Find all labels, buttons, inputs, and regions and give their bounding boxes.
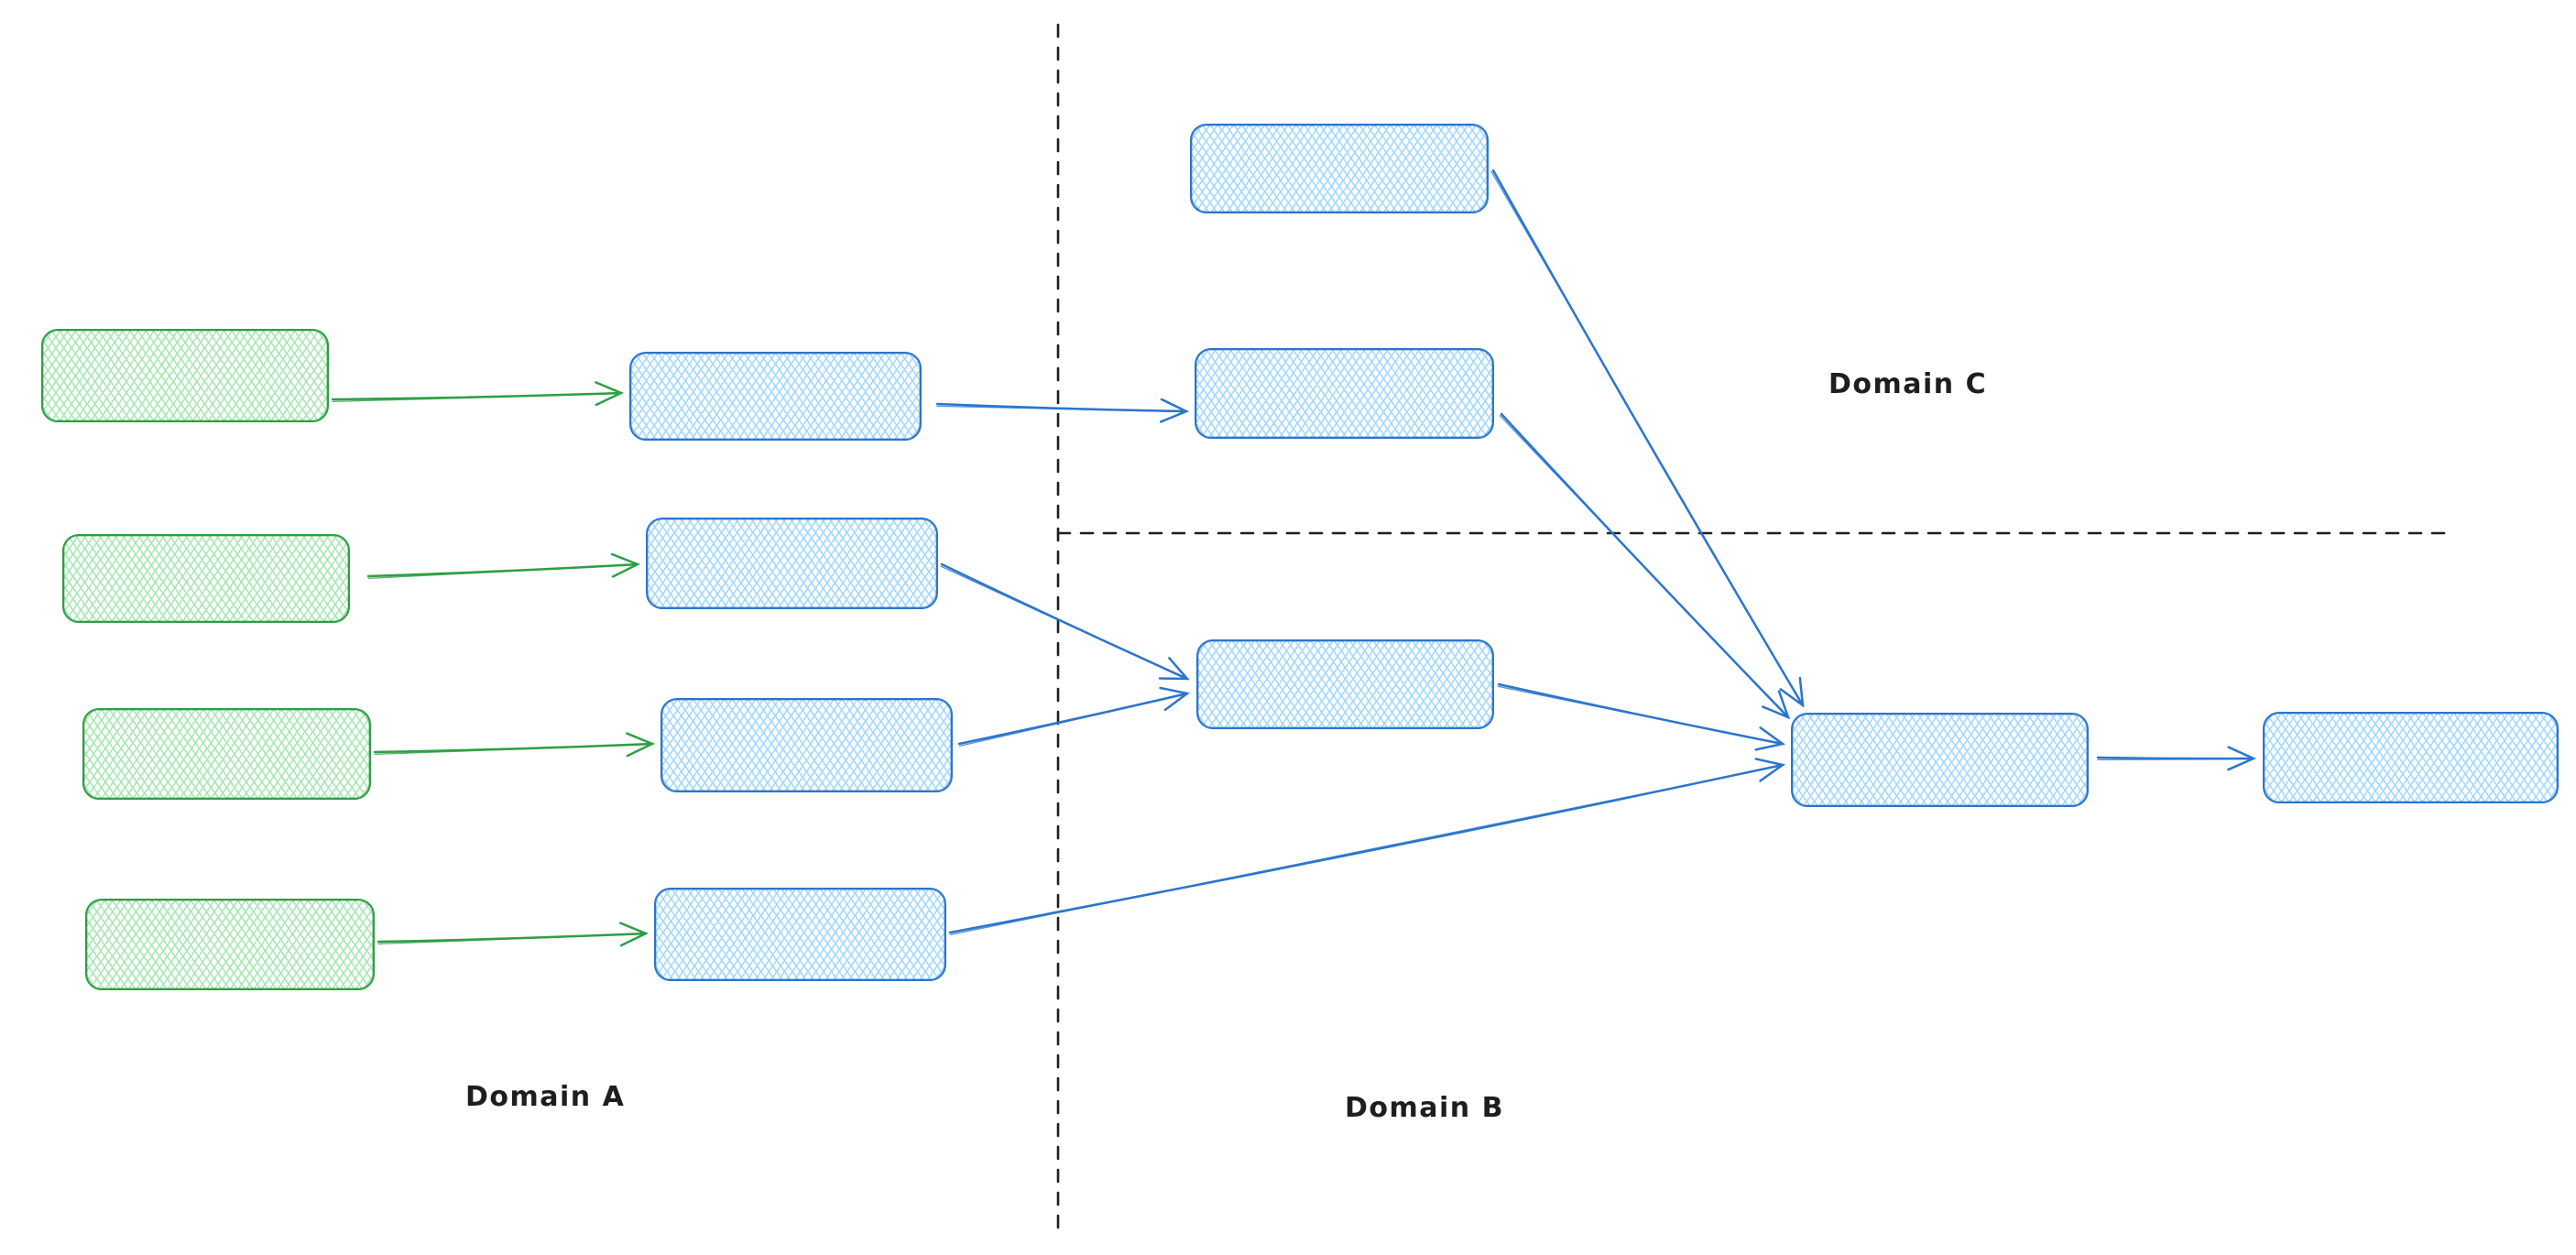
domain-b-node-middle: [1196, 639, 1494, 729]
domain-c-label: Domain C: [1828, 368, 1988, 400]
domain-a-process-node-2: [646, 518, 938, 609]
domain-a-source-node-2: [62, 534, 350, 623]
domain-c-node: [1190, 124, 1489, 213]
domain-a-source-node-4: [85, 899, 375, 990]
domain-a-label: Domain A: [465, 1081, 626, 1113]
domain-a-process-node-1: [629, 352, 922, 441]
domain-a-process-node-3: [660, 698, 953, 792]
domain-a-source-node-3: [82, 708, 371, 800]
output-node: [2263, 712, 2559, 803]
merge-node: [1791, 713, 2089, 807]
domain-a-process-node-4: [654, 888, 946, 981]
domain-b-label: Domain B: [1345, 1092, 1504, 1124]
domain-b-node-top: [1195, 348, 1494, 439]
domain-a-source-node-1: [41, 329, 329, 422]
